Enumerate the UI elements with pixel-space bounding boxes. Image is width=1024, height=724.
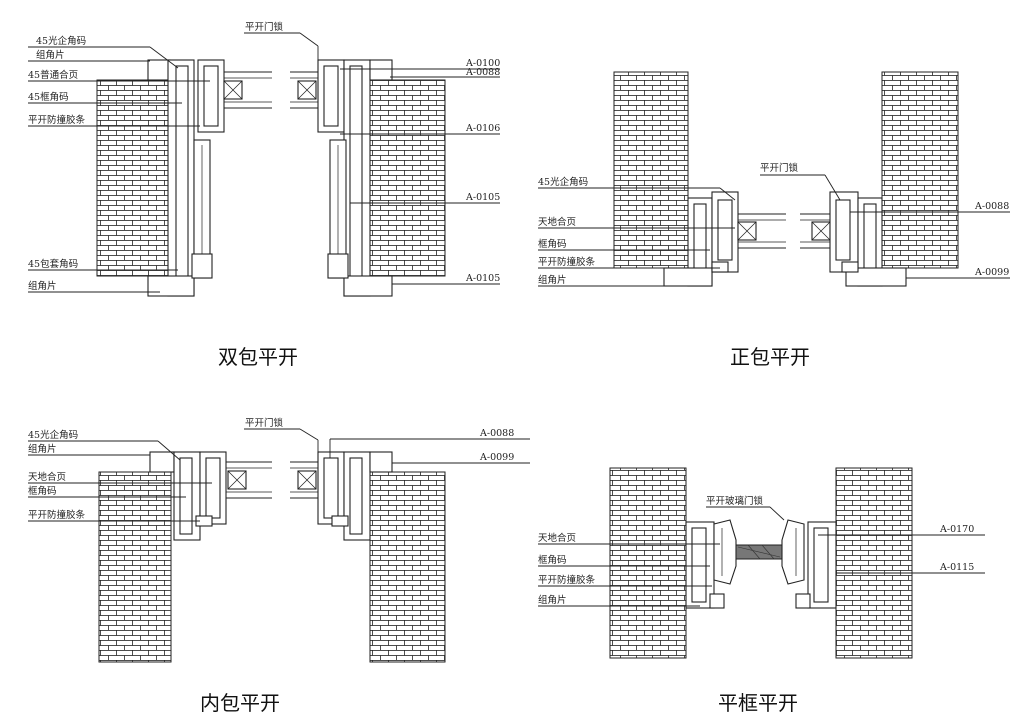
label-left-4: 框角码 (28, 485, 57, 497)
frame-profile-left (147, 59, 225, 297)
frame-profile-right (781, 519, 837, 609)
frame-profile-left (149, 451, 227, 541)
brick-wall-right (881, 71, 959, 269)
label-left-4: 45框角码 (28, 91, 69, 103)
label-lock: 平开门锁 (245, 417, 284, 429)
label-right-2: A-0099 (479, 452, 514, 463)
label-lock: 平开玻璃门锁 (706, 495, 764, 507)
label-left-5: 平开防撞胶条 (28, 114, 86, 126)
frame-profile-right (317, 451, 393, 541)
label-left-2: 天地合页 (538, 216, 576, 228)
brick-wall-left (609, 467, 687, 659)
label-left-4: 平开防撞胶条 (538, 256, 596, 268)
glass-pane-left (226, 461, 272, 499)
label-left-6: 45包套角码 (28, 258, 78, 270)
label-left-3: 45普通合页 (28, 69, 78, 81)
label-left-7: 组角片 (28, 280, 57, 292)
brick-wall-left (98, 471, 172, 663)
glass-pane-left (223, 71, 272, 109)
label-right-3: A-0106 (465, 123, 500, 134)
label-left-3: 框角码 (538, 238, 567, 250)
glass-pane-left (737, 213, 786, 249)
frame-profile-right (829, 191, 907, 287)
label-left-3: 平开防撞胶条 (538, 574, 596, 586)
caption-front-wrap: 正包平开 (730, 345, 810, 369)
label-left-3: 天地合页 (28, 471, 66, 483)
label-right-2: A-0115 (939, 562, 974, 573)
frame-profile-left (663, 191, 739, 287)
label-left-1: 45光企角码 (28, 429, 78, 441)
label-right-5: A-0105 (465, 273, 500, 284)
brick-wall-left (96, 79, 170, 277)
brick-wall-right (369, 471, 446, 663)
label-left-4: 组角片 (538, 594, 567, 606)
label-right-1: A-0100 (465, 58, 500, 69)
label-right-1: A-0088 (974, 201, 1009, 212)
caption-flat-frame: 平框平开 (718, 691, 798, 715)
panel-flat-frame: 平开玻璃门锁 天地合页 框角码 平开防撞胶条 组角片 A-0170 A-0115… (538, 467, 985, 715)
brick-wall-right (369, 79, 446, 277)
caption-double-wrap: 双包平开 (218, 345, 298, 369)
label-left-1: 45光企角码 (36, 35, 86, 47)
label-left-5: 平开防撞胶条 (28, 509, 86, 521)
label-left-2: 组角片 (28, 443, 57, 455)
label-lock: 平开门锁 (760, 162, 799, 174)
label-right-4: A-0105 (465, 192, 500, 203)
label-left-1: 天地合页 (538, 532, 576, 544)
label-right-1: A-0088 (479, 428, 514, 439)
caption-inner-wrap: 内包平开 (200, 691, 280, 715)
label-right-2: A-0088 (465, 67, 500, 78)
label-left-5: 组角片 (538, 274, 567, 286)
label-right-1: A-0170 (939, 524, 974, 535)
panel-inner-wrap: 平开门锁 45光企角码 组角片 天地合页 框角码 平开防撞胶条 A-0088 A… (28, 417, 530, 715)
label-left-2: 组角片 (36, 49, 65, 61)
frame-profile-right (317, 59, 393, 297)
brick-wall-left (613, 71, 689, 269)
glass-pane-right (290, 461, 318, 499)
label-left-1: 45光企角码 (538, 176, 588, 188)
label-lock: 平开门锁 (245, 21, 284, 33)
panel-front-wrap: 平开门锁 45光企角码 天地合页 框角码 平开防撞胶条 组角片 A-0088 A… (538, 71, 1010, 369)
glass-pane-right (800, 213, 831, 249)
label-left-2: 框角码 (538, 554, 567, 566)
panel-double-wrap: 平开门锁 45光企角码 组角片 45普通合页 45框角码 平开防撞胶条 45包套… (28, 21, 500, 369)
glass-pane-right (290, 71, 318, 109)
label-right-2: A-0099 (974, 267, 1009, 278)
brick-wall-right (835, 467, 913, 659)
glass-pane-center (735, 544, 783, 560)
frame-profile-left (685, 519, 737, 609)
